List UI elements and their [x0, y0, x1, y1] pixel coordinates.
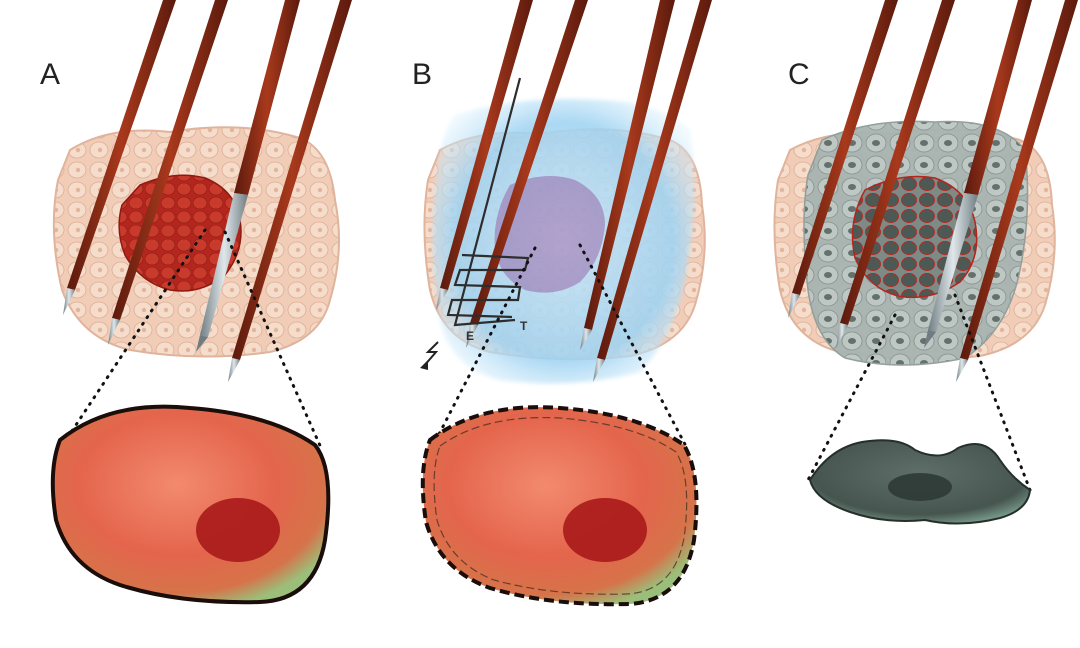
probe-needle-c3: [924, 0, 1032, 348]
panel-label-a: A: [40, 58, 61, 91]
nucleus-b: [563, 498, 647, 562]
panel-c: [773, 0, 1078, 525]
inner-membrane-b: [433, 416, 688, 595]
probe-needle-a1: [63, 0, 176, 315]
tumor-shadow-b: [494, 176, 605, 293]
probe-needle-b1: [436, 0, 533, 310]
electrode-label-t: T: [520, 319, 528, 333]
zoom-line-c-right: [953, 293, 1032, 492]
cell-enlarged-b: [420, 405, 699, 607]
probe-needle-c2: [836, 0, 955, 348]
electrode-label-e: E: [466, 329, 474, 343]
probe-needle-b4: [593, 0, 712, 382]
probe-needle-b3: [580, 0, 675, 350]
probe-needle-a4: [228, 0, 352, 382]
panel-a: [50, 0, 352, 605]
probe-needle-a3: [196, 0, 300, 352]
panel-b: E T: [420, 0, 712, 607]
panel-label-c: C: [788, 58, 810, 91]
cell-enlarged-a: [50, 404, 331, 605]
probe-needle-a2: [108, 0, 228, 345]
zoom-line-b-right: [578, 243, 690, 452]
nucleus-a: [196, 498, 280, 562]
probe-needle-c4: [956, 0, 1078, 382]
zoom-line-c-left: [806, 313, 897, 482]
electric-pulse-icon: [423, 341, 439, 367]
zoom-line-a-left: [64, 228, 207, 442]
panel-label-b: B: [412, 58, 433, 91]
nucleus-c: [888, 473, 952, 501]
probe-needle-c1: [788, 0, 898, 318]
probe-needle-b2: [466, 0, 588, 348]
zoom-line-a-right: [223, 230, 324, 452]
